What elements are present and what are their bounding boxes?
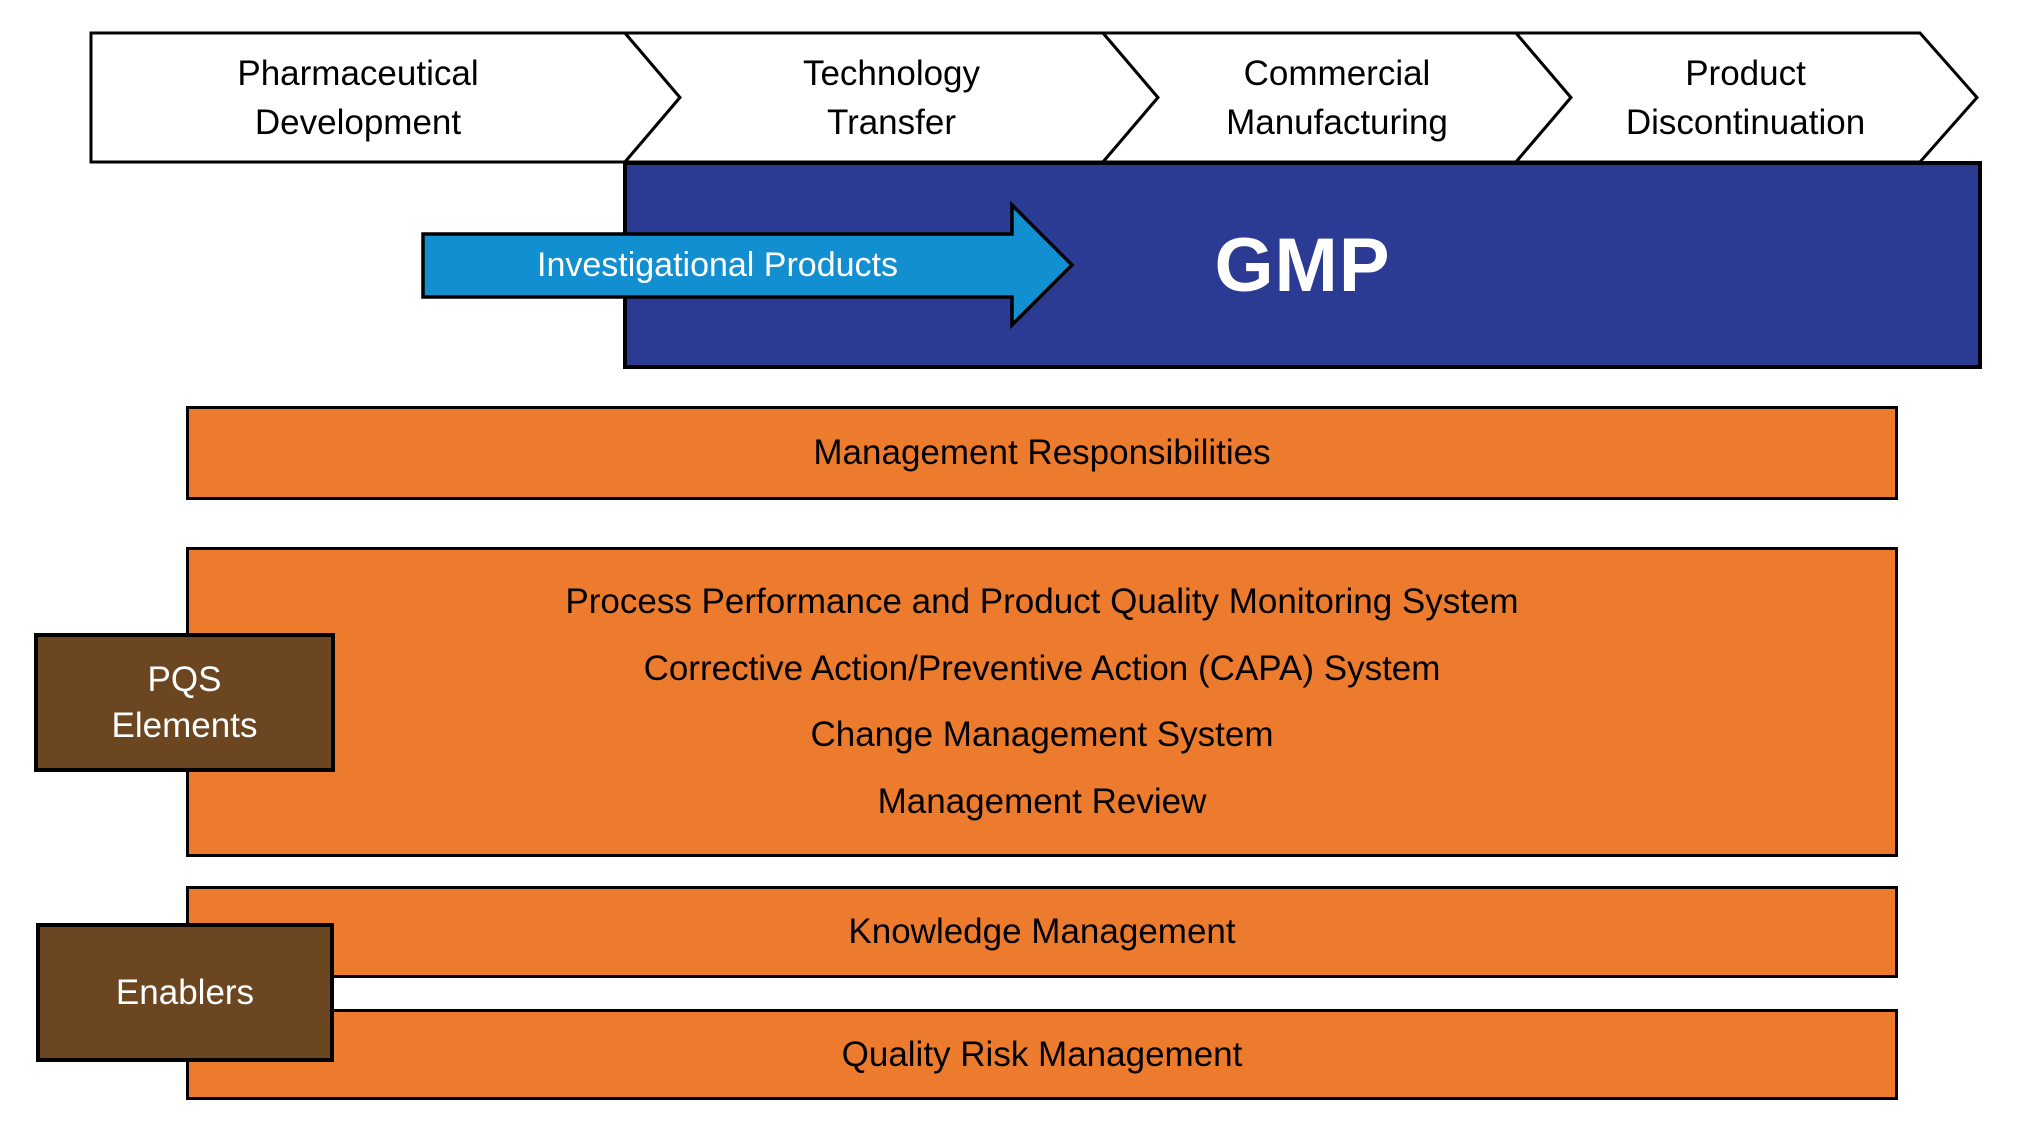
management-responsibilities-bar: Management Responsibilities	[186, 406, 1898, 500]
chevron-shape-product-discontinuation	[1512, 31, 1980, 164]
pqs-elements-side-label: PQS Elements	[34, 633, 335, 772]
pqs-element-management-review: Management Review	[877, 781, 1207, 821]
knowledge-management-label: Knowledge Management	[848, 912, 1236, 951]
investigational-products-arrow	[421, 200, 1075, 330]
enablers-side-label: Enablers	[36, 923, 334, 1062]
pqs-element-process-performance: Process Performance and Product Quality …	[565, 582, 1519, 622]
pqs-side-label-line: PQS	[147, 660, 222, 699]
knowledge-management-bar: Knowledge Management	[186, 886, 1898, 978]
management-responsibilities-label: Management Responsibilities	[813, 433, 1271, 472]
enablers-side-label-text: Enablers	[115, 972, 255, 1012]
right-arrow-shape	[421, 200, 1075, 330]
pqs-element-capa-system: Corrective Action/Preventive Action (CAP…	[643, 648, 1441, 688]
pqs-side-label-line: Elements	[111, 705, 258, 745]
quality-risk-management-label: Quality Risk Management	[841, 1034, 1243, 1074]
pqs-element-change-management: Change Management System	[810, 715, 1274, 755]
pqs-elements-box: Process Performance and Product Quality …	[186, 547, 1898, 857]
gmp-label: GMP	[1214, 222, 1391, 308]
lifecycle-chevron-band	[89, 31, 1980, 164]
quality-risk-management-bar: Quality Risk Management	[186, 1009, 1898, 1100]
